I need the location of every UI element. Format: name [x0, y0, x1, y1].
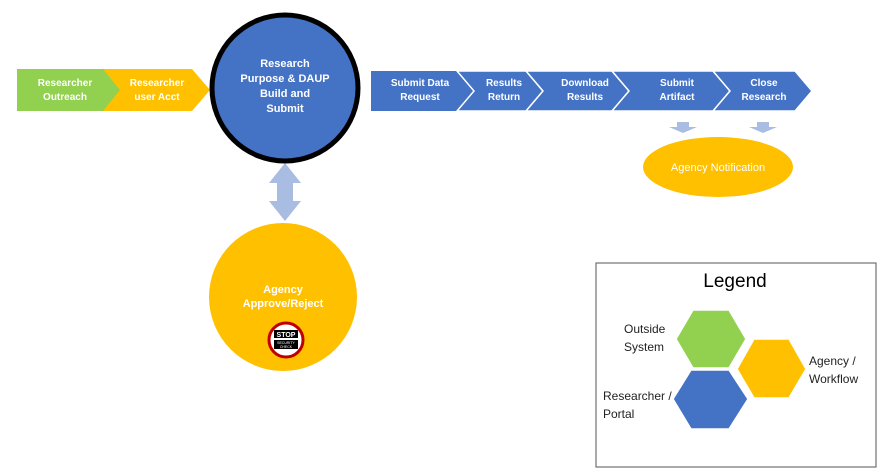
agency-approve-label-line2: Approve/Reject	[243, 298, 324, 310]
researcher-user-acct-label-line1: Researcher	[130, 78, 185, 89]
legend-outside-hex	[675, 309, 747, 369]
research-purpose-label-line1: Research	[260, 58, 310, 70]
close-research-label-line1: Close	[750, 78, 778, 89]
legend-outside-label-line1: Outside	[624, 322, 666, 336]
artifact-notification-arrow	[669, 122, 697, 133]
results-return-label-line1: Results	[486, 78, 523, 89]
legend-agency-label-line2: Workflow	[809, 372, 858, 386]
results-return-label-line2: Return	[488, 92, 520, 103]
research-purpose-label-line2: Purpose & DAUP	[240, 73, 329, 85]
researcher-outreach-label-line2: Outreach	[43, 92, 87, 103]
agency-approve-label-line1: Agency	[263, 284, 304, 296]
close-research-label-line2: Research	[741, 92, 786, 103]
close-notification-arrow	[749, 122, 777, 133]
stop-sign-bottom-text-line2: CHECK	[280, 345, 293, 349]
legend-researcher-label-line2: Portal	[603, 407, 634, 421]
download-results-label-line2: Results	[567, 92, 604, 103]
legend-agency-label-line1: Agency /	[809, 354, 856, 368]
researcher-outreach-step: Researcher Outreach	[17, 69, 122, 111]
agency-approve-reject-node: Agency Approve/Reject	[209, 223, 357, 371]
legend-title: Legend	[703, 271, 766, 292]
researcher-user-acct-step: Researcher user Acct	[103, 69, 210, 111]
stop-sign-bottom-text-line1: SECURITY	[277, 341, 295, 345]
close-research-step: Close Research	[711, 70, 813, 112]
approval-connector-arrow	[269, 163, 301, 221]
legend-box: Legend Outside System Agency / Workflow …	[595, 262, 877, 468]
research-purpose-label-line3: Build and	[260, 88, 310, 100]
agency-notification-label: Agency Notification	[671, 162, 765, 174]
legend-researcher-label-line1: Researcher /	[603, 389, 672, 403]
download-results-label-line1: Download	[561, 78, 609, 89]
stop-sign-icon: STOP SECURITY CHECK	[267, 321, 305, 359]
researcher-user-acct-label-line2: user Acct	[134, 92, 180, 103]
submit-artifact-label-line2: Artifact	[659, 92, 695, 103]
research-purpose-daup-node: Research Purpose & DAUP Build and Submit	[209, 12, 361, 164]
agency-notification-node: Agency Notification	[643, 137, 793, 197]
submit-artifact-step: Submit Artifact	[610, 70, 731, 112]
submit-data-request-step: Submit Data Request	[371, 71, 474, 111]
submit-data-request-label-line2: Request	[400, 92, 440, 103]
submit-data-request-label-line1: Submit Data	[391, 78, 450, 89]
legend-agency-hex	[736, 338, 807, 399]
research-purpose-label-line4: Submit	[266, 103, 304, 115]
legend-outside-label-line2: System	[624, 340, 664, 354]
legend-researcher-hex	[672, 369, 749, 430]
researcher-outreach-label-line1: Researcher	[38, 78, 93, 89]
submit-artifact-label-line1: Submit	[660, 78, 695, 89]
stop-sign-top-text: STOP	[277, 332, 296, 339]
